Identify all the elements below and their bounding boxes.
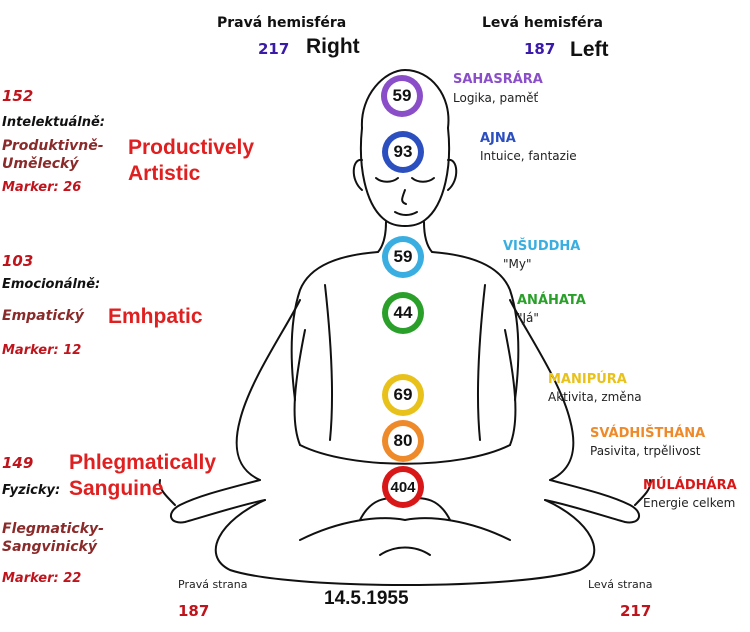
chakra-desc-manipura: Aktivita, změna — [548, 390, 642, 404]
left-side-value: 217 — [620, 602, 652, 620]
physical-label: Fyzicky: — [2, 483, 61, 498]
right-hemisphere-title: Pravá hemisféra — [217, 15, 347, 31]
chakra-orb-muladhara: 404 — [382, 466, 424, 508]
emotional-label: Emocionálně: — [2, 277, 101, 292]
chakra-orb-sahasrara: 59 — [381, 75, 423, 117]
chakra-desc-muladhara: Energie celkem — [643, 496, 736, 510]
chakra-desc-visuddha: "My" — [503, 257, 532, 271]
chakra-name-ajna: AJNA — [480, 131, 516, 146]
right-hemisphere-value: 217 — [258, 40, 290, 58]
left-side-label: Levá strana — [588, 578, 653, 591]
chakra-name-muladhara: MÚLÁDHÁRA — [643, 478, 737, 493]
right-side-value: 187 — [178, 602, 210, 620]
left-hemisphere-title: Levá hemisféra — [482, 15, 603, 31]
chakra-name-svadhisthana: SVÁDHIŠTHÁNA — [590, 426, 706, 441]
intellectual-czech-type: Produktivně-Umělecký — [2, 138, 104, 172]
emotional-czech-type: Empatický — [2, 308, 84, 324]
chakra-orb-anahata: 44 — [382, 292, 424, 334]
chakra-name-manipura: MANIPÚRA — [548, 372, 627, 387]
chakra-orb-manipura: 69 — [382, 374, 424, 416]
chakra-name-sahasrara: SAHASRÁRA — [453, 72, 543, 87]
emotional-marker: Marker: 12 — [2, 343, 82, 358]
physical-number: 149 — [2, 454, 34, 472]
chakra-desc-sahasrara: Logika, paměť — [453, 91, 539, 105]
emotional-number: 103 — [2, 252, 34, 270]
chakra-desc-ajna: Intuice, fantazie — [480, 149, 577, 163]
right-side-label: Pravá strana — [178, 578, 248, 591]
intellectual-number: 152 — [2, 87, 34, 105]
birth-date: 14.5.1955 — [324, 588, 409, 609]
chakra-orb-svadhisthana: 80 — [382, 420, 424, 462]
chakra-name-visuddha: VIŠUDDHA — [503, 239, 581, 254]
left-hemisphere-english: Left — [570, 38, 609, 61]
chakra-desc-anahata: "Já" — [517, 311, 539, 325]
emotional-english-type: Emhpatic — [108, 305, 203, 328]
chakra-orb-visuddha: 59 — [382, 236, 424, 278]
intellectual-label: Intelektuálně: — [2, 115, 106, 130]
chakra-desc-svadhisthana: Pasivita, trpělivost — [590, 444, 701, 458]
chakra-name-anahata: ANÁHATA — [517, 293, 586, 308]
right-hemisphere-english: Right — [306, 35, 360, 58]
left-hemisphere-value: 187 — [524, 40, 556, 58]
physical-czech-type: Flegmaticky-Sangvinický — [2, 521, 104, 555]
physical-marker: Marker: 22 — [2, 571, 82, 586]
intellectual-marker: Marker: 26 — [2, 180, 82, 195]
chakra-orb-ajna: 93 — [382, 131, 424, 173]
